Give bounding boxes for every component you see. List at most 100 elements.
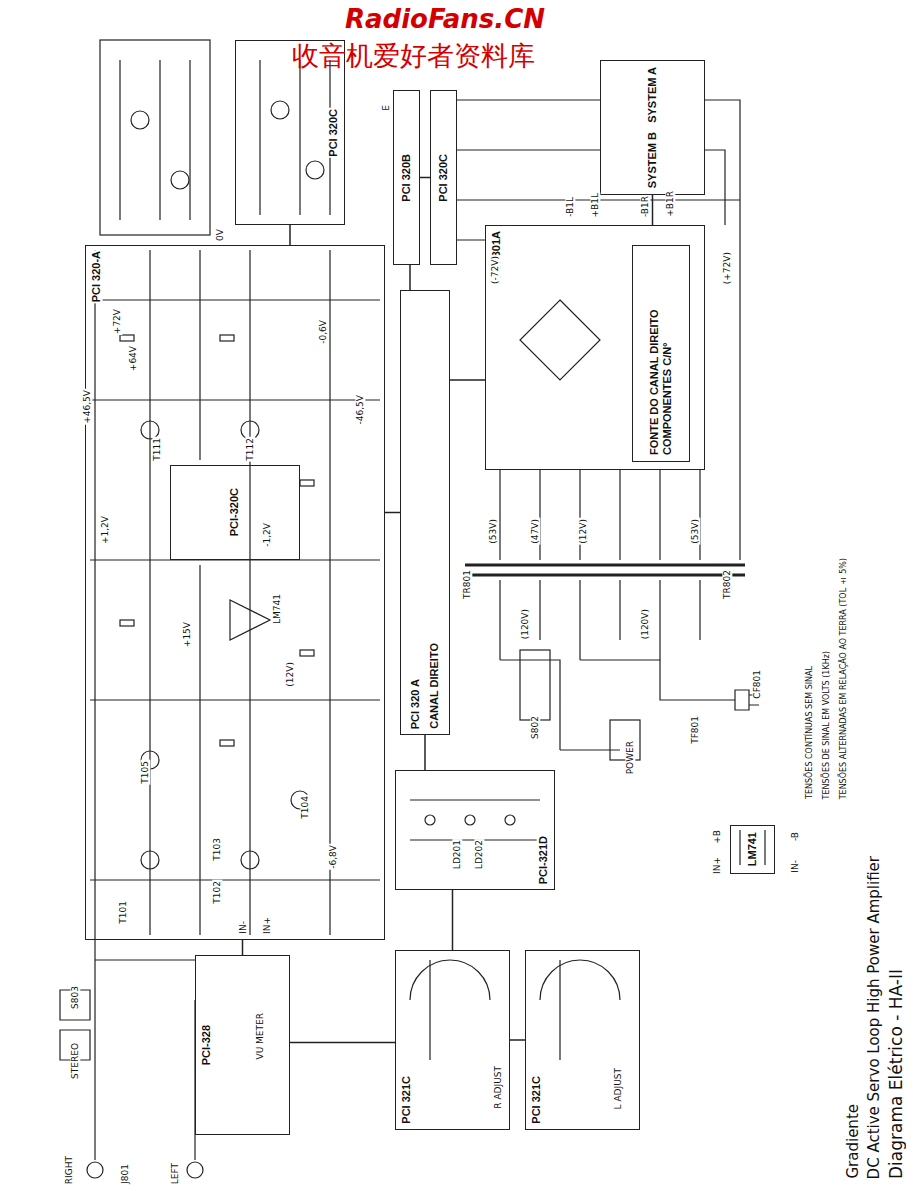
- component-label: +1,2V: [100, 515, 110, 545]
- component-label: IN+: [712, 856, 722, 875]
- component-label: POWER: [625, 740, 635, 775]
- board-label: PCI 320 A: [409, 678, 422, 730]
- component-label: +46,5V: [82, 389, 92, 425]
- component-label: VU METER: [255, 1012, 265, 1061]
- component-label: -B1L: [565, 196, 575, 218]
- component-label: +72V: [112, 308, 122, 335]
- component-label: -0,6V: [318, 319, 328, 345]
- board-label: PCI 320-A: [90, 250, 103, 303]
- wire-line: [60, 40, 765, 1178]
- circuit-board: PCI 320B: [393, 90, 420, 265]
- component-label: LEFT: [170, 1162, 180, 1185]
- transistor-symbol: [87, 1162, 103, 1178]
- transistor-symbol: [425, 815, 435, 825]
- component-label: -6,8V: [328, 844, 338, 870]
- component-label: L ADJUST: [613, 1067, 623, 1110]
- watermark: 收音机爱好者资料库: [292, 38, 535, 74]
- brand-name: Gradiente: [845, 1103, 862, 1180]
- component-label: T105: [140, 760, 150, 785]
- wire-line: [150, 250, 330, 935]
- board-label: PCI-321D: [537, 835, 550, 885]
- circuit-board: PCI 320 A CANAL DIREITO: [400, 290, 450, 735]
- power-supply-block: FONTE DO CANAL DIREITO COMPONENTES C/Nº: [632, 245, 690, 462]
- wire-line: [430, 960, 560, 1060]
- wire-connector: [452, 890, 454, 950]
- component-label: T102: [212, 880, 222, 905]
- wire-line: [457, 100, 740, 240]
- component-label: IN+: [262, 916, 272, 935]
- component-label: RIGHT: [64, 1155, 74, 1185]
- component-label: -46,5V: [355, 394, 365, 425]
- circuit-board: PCI-320C: [170, 465, 300, 560]
- transistor-symbol: [187, 1162, 203, 1178]
- ic-pinout: LM741: [730, 825, 775, 874]
- wire-line: [520, 300, 600, 380]
- component-label: +B1L: [590, 192, 600, 218]
- wire-line: [230, 600, 270, 640]
- component-label: (120V): [520, 608, 530, 640]
- component-label: TF801: [690, 715, 700, 745]
- wire-connector: [385, 512, 400, 514]
- board-label: PCI 320C: [437, 153, 450, 203]
- component-symbol: [220, 335, 234, 341]
- component-label: S802: [530, 715, 540, 740]
- wire-line: [410, 960, 620, 1000]
- wire-connector: [652, 195, 654, 225]
- component-label: CF801: [752, 669, 762, 700]
- board-label: PCI 320B: [400, 153, 413, 203]
- component-symbol: [120, 335, 134, 341]
- component-symbol: [300, 480, 314, 486]
- component-label: S803: [70, 985, 80, 1010]
- wire-line: [705, 100, 740, 470]
- board-label: PCI 320C: [327, 108, 340, 158]
- wire-line: [500, 580, 700, 660]
- component-label: TR802: [722, 569, 732, 600]
- component-label: T101: [118, 900, 128, 925]
- wire-connector: [420, 177, 430, 179]
- wire-connector: [450, 379, 485, 381]
- wire-connector: [290, 1042, 395, 1044]
- component-symbol: [300, 650, 314, 656]
- wire-line: [410, 800, 540, 840]
- transistor-symbol: [306, 161, 324, 179]
- terminal-block: SYSTEM ASYSTEM B: [600, 60, 705, 195]
- wire-line: [465, 565, 745, 575]
- diagram-title: Diagrama Elétrico - HA-II: [886, 968, 906, 1180]
- board-label: PCI 321C: [530, 1075, 543, 1125]
- board-label: PCI 321C: [400, 1075, 413, 1125]
- led-board: PCI-321D: [395, 770, 555, 890]
- component-label: TR801: [462, 569, 472, 600]
- transistor-symbol: [465, 815, 475, 825]
- power-board: PCI 301AFONTE DO CANAL DIREITO COMPONENT…: [485, 225, 705, 470]
- board-label: SYSTEM B: [646, 131, 659, 189]
- diagram-caption: DC Active Servo Loop High Power Amplifie…: [865, 855, 883, 1180]
- component-symbol: [220, 740, 234, 746]
- circuit-board: PCI 320C: [430, 90, 457, 265]
- board-label: LM741: [746, 831, 759, 867]
- component-label: T104: [300, 795, 310, 820]
- legend-note: TENSÕES ALTERNADAS EM RELAÇÃO AO TERRA (…: [839, 557, 848, 800]
- component-label: -B1R: [640, 195, 650, 218]
- wire-line: [95, 250, 195, 1160]
- wire-connector: [409, 265, 411, 290]
- transistor-symbol: [171, 171, 189, 189]
- wire-connector: [289, 225, 291, 245]
- component-label: (53V): [690, 518, 700, 545]
- transistor-symbol: [271, 101, 289, 119]
- component-label: (+72V): [722, 251, 732, 285]
- component-label: E: [381, 104, 391, 112]
- component-label: 0V: [215, 228, 225, 242]
- component-label: (120V): [640, 608, 650, 640]
- wire-connector: [510, 1039, 525, 1041]
- watermark: RadioFans.CN: [345, 4, 545, 34]
- legend-note: TENSÕES DE SINAL EM VOLTS (1KHz): [822, 650, 831, 800]
- component-label: +64V: [128, 345, 138, 372]
- board-label: CANAL DIREITO: [428, 642, 441, 730]
- component-label: R ADJUST: [493, 1065, 503, 1110]
- input-board: PCI-328: [195, 955, 290, 1135]
- component-label: (53V): [488, 518, 498, 545]
- legend-note: TENSÕES CONTÍNUAS SEM SINAL: [805, 665, 814, 800]
